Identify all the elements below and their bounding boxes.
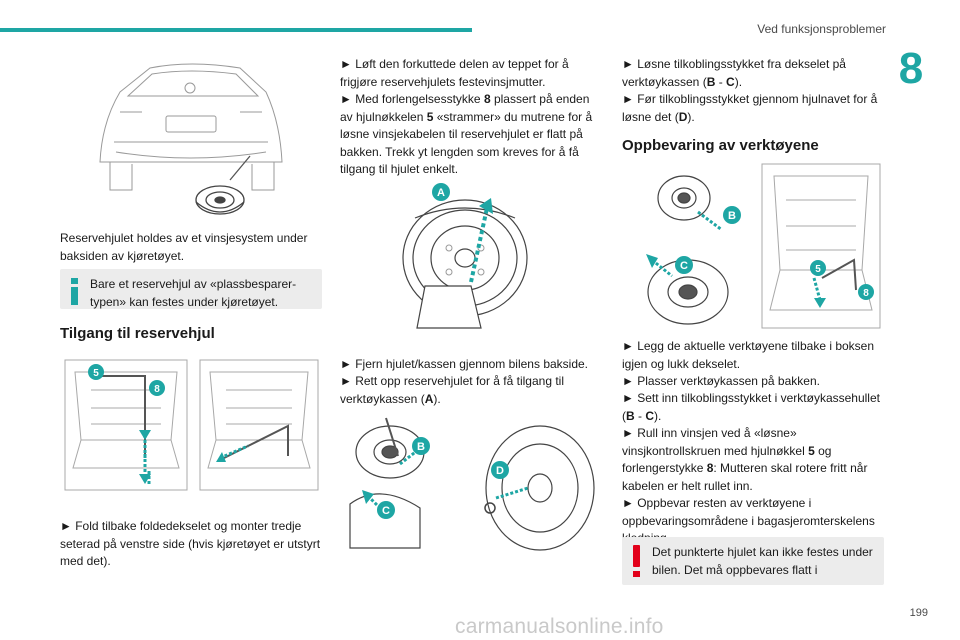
info-note: Bare et reservehjul av «plassbesparer-ty… — [60, 269, 322, 309]
warning-icon — [633, 545, 641, 579]
fig-label-c-storage: C — [680, 260, 688, 272]
car-rear-illustration — [80, 52, 290, 224]
step-store-rest: ► Oppbevar resten av verktøyene i oppbev… — [622, 496, 875, 545]
warning-note-text: Det punkterte hjulet kan ikke festes und… — [652, 545, 873, 577]
step-place-toolbox: ► Plasser verktøykassen på bakken. — [622, 374, 820, 388]
step-straighten-wheel: ► Rett opp reservehjulet for å få tilgan… — [340, 374, 564, 406]
info-note-text: Bare et reservehjul av «plassbesparer-ty… — [90, 277, 297, 309]
chapter-number: 8 — [898, 44, 924, 93]
trunk-illustration-right — [196, 350, 322, 498]
fig-label-c: C — [382, 505, 390, 517]
fig-label-8-storage: 8 — [863, 288, 869, 299]
fig-label-5: 5 — [93, 368, 99, 379]
info-icon — [70, 278, 80, 308]
intro-paragraph: Reservehjulet holdes av et vinsjesystem … — [60, 231, 308, 263]
watermark: carmanualsonline.info — [455, 615, 664, 638]
step-insert-connector: ► Sett inn tilkoblingsstykket i verktøyk… — [622, 391, 880, 423]
fig-label-a: A — [437, 187, 445, 199]
page-number: 199 — [909, 607, 928, 619]
section-title: Ved funksjonsproblemer — [757, 22, 886, 36]
step-fold-cover: ► Fold tilbake foldedekselet og monter t… — [60, 519, 321, 568]
tool-storage-illustration-left: B C — [622, 160, 754, 332]
step-return-tools: ► Legg de aktuelle verktøyene tilbake i … — [622, 339, 875, 371]
step-extension: ► Med forlengelsesstykke 8 plassert på e… — [340, 92, 593, 176]
fig-label-5-storage: 5 — [815, 264, 821, 275]
fig-label-d: D — [496, 465, 504, 477]
toolbox-connector-illustration: B C D — [340, 412, 602, 552]
heading-access: Tilgang til reservehjul — [60, 325, 215, 342]
header-accent-bar — [0, 28, 472, 32]
tool-storage-illustration-right: 5 8 — [758, 160, 884, 332]
step-lift-carpet: ► Løft den forkuttede delen av teppet fo… — [340, 57, 569, 89]
fig-label-b: B — [417, 441, 425, 453]
step-loosen-connector: ► Løsne tilkoblingsstykket fra dekselet … — [622, 57, 846, 89]
trunk-illustration-left: 5 8 — [61, 350, 191, 498]
step-remove-wheel: ► Fjern hjulet/kassen gjennom bilens bak… — [340, 357, 589, 371]
warning-note: Det punkterte hjulet kan ikke festes und… — [622, 537, 884, 585]
step-rewind-winch: ► Rull inn vinsjen ved å «løsne» vinsjko… — [622, 426, 868, 493]
step-pass-connector: ► Før tilkoblingsstykket gjennom hjulnav… — [622, 92, 878, 124]
spare-wheel-toolbox-illustration: A — [395, 178, 535, 338]
fig-label-8: 8 — [154, 384, 160, 395]
heading-tool-storage: Oppbevaring av verktøyene — [622, 137, 819, 154]
fig-label-b-storage: B — [728, 210, 736, 222]
